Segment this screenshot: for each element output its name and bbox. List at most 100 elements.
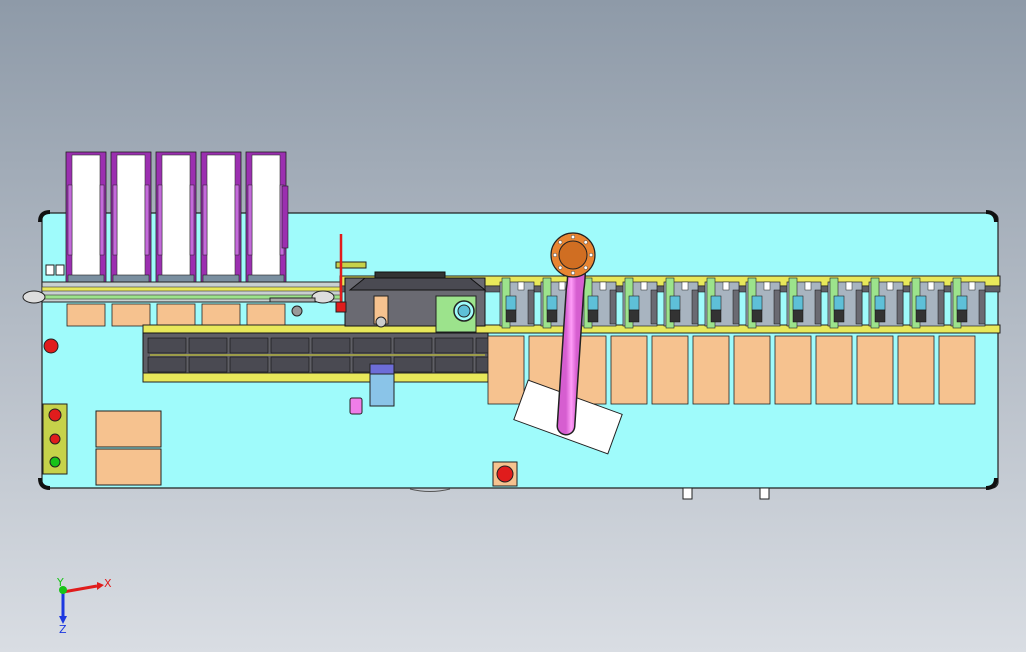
magazine-guide bbox=[112, 184, 118, 256]
magazine-pad bbox=[156, 303, 196, 327]
station-pad bbox=[815, 335, 853, 405]
y-axis-dot bbox=[59, 586, 67, 594]
conveyor-slat bbox=[229, 337, 269, 354]
conveyor-slat bbox=[270, 356, 310, 373]
station-pad bbox=[774, 335, 812, 405]
sensor-arm bbox=[335, 261, 367, 269]
magazine-guide bbox=[234, 184, 240, 256]
station-pad bbox=[610, 335, 648, 405]
conveyor-slat bbox=[434, 356, 474, 373]
axis-triad: X Y Z bbox=[56, 576, 112, 636]
motor-shaft-hub bbox=[457, 304, 471, 318]
station-sensor bbox=[763, 281, 771, 291]
tote-box bbox=[95, 448, 162, 486]
magazine-stack bbox=[65, 151, 289, 284]
vacuum-hose bbox=[550, 232, 596, 436]
station-pad bbox=[651, 335, 689, 405]
flange-bolt-hole bbox=[558, 265, 563, 270]
magazine-guide bbox=[67, 184, 73, 256]
conveyor-slat bbox=[188, 337, 228, 354]
rail-end-bracket bbox=[311, 290, 335, 304]
corner-bumper-tr bbox=[985, 210, 998, 223]
sensor-block bbox=[335, 301, 347, 313]
conveyor-slat bbox=[393, 356, 433, 373]
tote-box bbox=[95, 410, 162, 448]
station-nozzle bbox=[915, 295, 927, 311]
conveyor-slat bbox=[393, 337, 433, 354]
magazine-pad bbox=[201, 303, 241, 327]
station-clamp bbox=[792, 309, 804, 323]
station-sensor bbox=[558, 281, 566, 291]
station-clamp bbox=[669, 309, 681, 323]
station-sensor bbox=[599, 281, 607, 291]
magazine-cassette bbox=[161, 154, 191, 280]
start-button[interactable] bbox=[48, 408, 62, 422]
station-clamp bbox=[956, 309, 968, 323]
flange-bolt-hole bbox=[553, 252, 558, 257]
station-post bbox=[650, 289, 658, 325]
magazine-cassette bbox=[116, 154, 146, 280]
conveyor-slat bbox=[188, 356, 228, 373]
magazine-pad bbox=[111, 303, 151, 327]
station-clamp bbox=[915, 309, 927, 323]
conveyor-slat bbox=[147, 356, 187, 373]
station-sensor bbox=[804, 281, 812, 291]
station-sensor bbox=[722, 281, 730, 291]
station-row bbox=[499, 277, 986, 329]
station-sensor bbox=[886, 281, 894, 291]
station-post bbox=[609, 289, 617, 325]
station-nozzle bbox=[587, 295, 599, 311]
cylinder-cap bbox=[369, 363, 395, 375]
magazine-pad bbox=[66, 303, 106, 327]
station-sensor bbox=[927, 281, 935, 291]
magazine-cassette bbox=[251, 154, 281, 280]
infeed-rail bbox=[22, 264, 343, 304]
station-nozzle bbox=[669, 295, 681, 311]
emergency-stop-left[interactable] bbox=[43, 338, 59, 354]
station-clamp bbox=[833, 309, 845, 323]
station-sensor bbox=[968, 281, 976, 291]
station-clamp bbox=[751, 309, 763, 323]
station-clamp bbox=[505, 309, 517, 323]
belt-conveyor bbox=[142, 332, 515, 383]
magazine-guide bbox=[202, 184, 208, 256]
magazine-cassette bbox=[206, 154, 236, 280]
station-sensor bbox=[681, 281, 689, 291]
station-post bbox=[855, 289, 863, 325]
magazine-guide bbox=[247, 184, 253, 256]
infeed-rail-stripe bbox=[41, 286, 343, 292]
station-post bbox=[732, 289, 740, 325]
magazine-pads bbox=[66, 303, 286, 327]
magazine-guide bbox=[157, 184, 163, 256]
station-nozzle bbox=[505, 295, 517, 311]
station-nozzle bbox=[710, 295, 722, 311]
corner-bumper-br bbox=[985, 477, 998, 490]
station-post bbox=[978, 289, 986, 325]
y-axis-label: Y bbox=[56, 576, 64, 589]
z-axis-arrowhead bbox=[59, 616, 67, 624]
corner-bumper-tl bbox=[38, 210, 51, 223]
x-axis-arrow bbox=[62, 584, 98, 594]
magazine-guide bbox=[144, 184, 150, 256]
idler-roller bbox=[291, 305, 303, 317]
flange-bolt-hole bbox=[589, 252, 594, 257]
slide-cylinder bbox=[349, 363, 395, 415]
conveyor-slat bbox=[311, 337, 351, 354]
emergency-stop-center[interactable] bbox=[496, 465, 514, 483]
sensor-cup bbox=[349, 397, 363, 415]
hose-flange-inner bbox=[558, 240, 588, 270]
rail-clip bbox=[45, 264, 55, 276]
station-pad bbox=[733, 335, 771, 405]
center-mechanism bbox=[291, 234, 487, 333]
station-sensor bbox=[845, 281, 853, 291]
station-clamp bbox=[587, 309, 599, 323]
station-post bbox=[896, 289, 904, 325]
flange-bolt-hole bbox=[583, 265, 588, 270]
conveyor-slat bbox=[434, 337, 474, 354]
x-axis-label: X bbox=[104, 577, 112, 590]
conveyor-slat bbox=[229, 356, 269, 373]
station-post bbox=[691, 289, 699, 325]
conveyor-slat bbox=[352, 337, 392, 354]
stop-button[interactable] bbox=[49, 433, 61, 445]
